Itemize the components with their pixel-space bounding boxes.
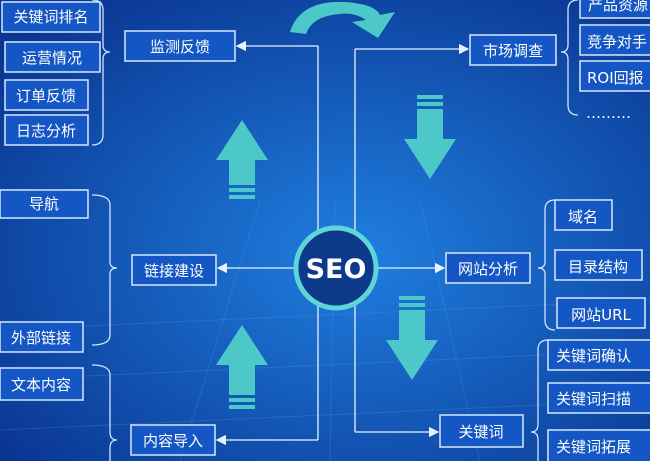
list-item: 关键词排名 xyxy=(1,1,101,33)
svg-text:市场调查: 市场调查 xyxy=(483,42,543,60)
braces xyxy=(91,0,579,461)
list-item: 关键词扫描 xyxy=(547,382,650,414)
down-arrow-icon xyxy=(404,95,456,179)
node-keywords: 关键词 xyxy=(439,414,524,448)
list-item: 网站URL xyxy=(556,297,646,329)
list-item: 导航 xyxy=(0,189,89,219)
svg-text:链接建设: 链接建设 xyxy=(144,262,204,280)
svg-text:SEO: SEO xyxy=(306,254,367,285)
list-item: 竞争对手 xyxy=(579,24,650,56)
node-market: 市场调查 xyxy=(469,34,557,66)
svg-text:关键词: 关键词 xyxy=(458,423,503,441)
svg-text:文本内容: 文本内容 xyxy=(11,376,71,394)
node-site: 网站分析 xyxy=(445,252,531,284)
down-arrow-icon xyxy=(386,296,438,380)
node-monitor: 监测反馈 xyxy=(124,30,236,62)
list-item: 目录结构 xyxy=(554,249,643,281)
svg-text:目录结构: 目录结构 xyxy=(568,258,628,276)
svg-text:订单反馈: 订单反馈 xyxy=(16,87,76,105)
list-item: 产品资源 xyxy=(579,0,650,19)
list-item: 外部链接 xyxy=(0,321,84,353)
svg-text:运营情况: 运营情况 xyxy=(22,49,82,67)
list-item: ROI回报 xyxy=(579,60,650,92)
svg-text:监测反馈: 监测反馈 xyxy=(150,38,210,56)
svg-text:内容导入: 内容导入 xyxy=(143,432,203,450)
node-content: 内容导入 xyxy=(130,424,216,456)
svg-text:日志分析: 日志分析 xyxy=(16,122,76,140)
svg-text:产品资源: 产品资源 xyxy=(588,0,648,14)
svg-text:关键词拓展: 关键词拓展 xyxy=(556,438,631,456)
list-item: 订单反馈 xyxy=(4,79,89,111)
up-arrow-icon xyxy=(216,120,268,199)
list-item: 关键词确认 xyxy=(547,339,650,371)
list-item: 日志分析 xyxy=(4,114,89,146)
svg-text:ROI回报: ROI回报 xyxy=(587,69,644,87)
node-links: 链接建设 xyxy=(131,254,217,286)
connectors xyxy=(215,40,470,446)
svg-text:关键词排名: 关键词排名 xyxy=(13,8,88,26)
svg-text:域名: 域名 xyxy=(568,208,598,226)
svg-text:网站分析: 网站分析 xyxy=(458,260,518,278)
svg-text:关键词确认: 关键词确认 xyxy=(556,347,631,365)
list-item: 文本内容 xyxy=(0,367,84,401)
list-item: 关键词拓展 xyxy=(547,429,650,461)
svg-text:关键词扫描: 关键词扫描 xyxy=(556,390,631,408)
list-item: 域名 xyxy=(554,199,613,231)
svg-text:网站URL: 网站URL xyxy=(571,306,631,324)
list-item: 运营情况 xyxy=(4,41,101,73)
seo-center-node: SEO xyxy=(293,225,379,311)
svg-text:外部链接: 外部链接 xyxy=(11,329,71,347)
svg-text:导航: 导航 xyxy=(29,195,59,213)
svg-text:竞争对手: 竞争对手 xyxy=(587,33,647,51)
curved-arrow-icon xyxy=(290,1,395,38)
grid-lines xyxy=(0,199,650,461)
ellipsis: ……… xyxy=(586,104,631,122)
up-arrow-icon xyxy=(216,325,268,409)
